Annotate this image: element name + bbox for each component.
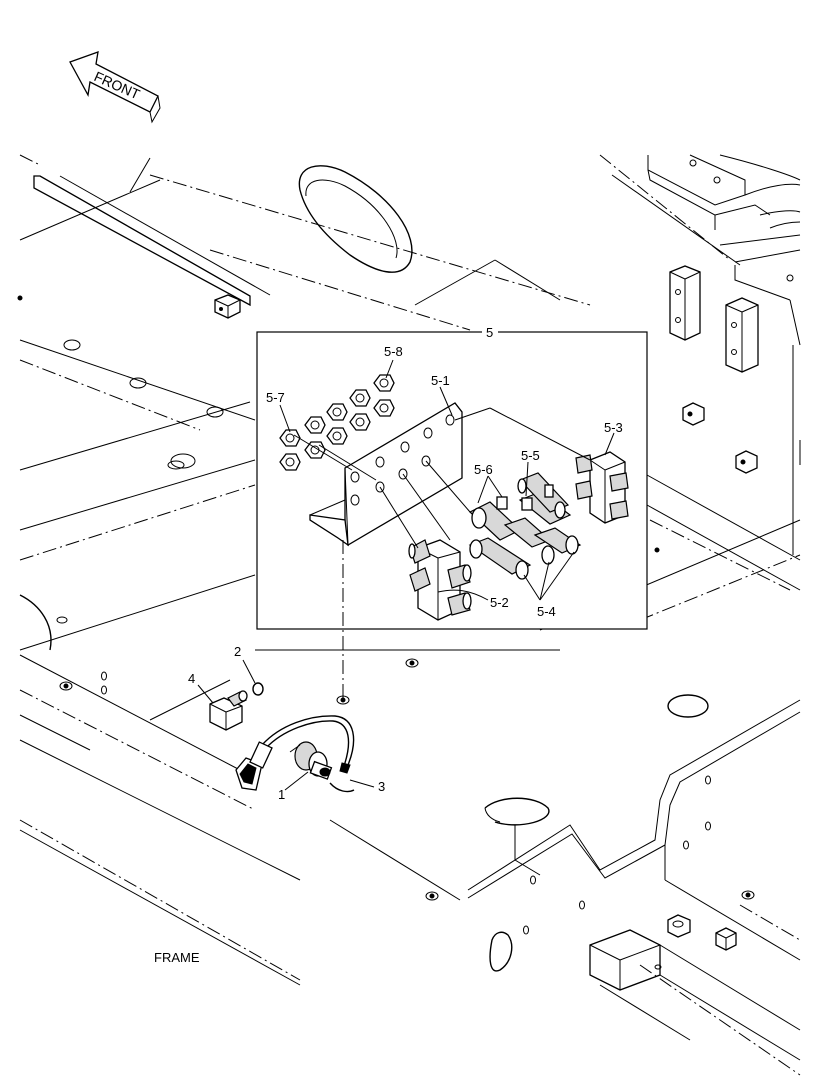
label-5-3: 5-3 xyxy=(604,420,623,435)
label-5-5: 5-5 xyxy=(521,448,540,463)
plate-holes xyxy=(350,414,455,506)
front-arrow-label: FRONT xyxy=(92,68,143,102)
label-4: 4 xyxy=(188,671,195,686)
switch-leaders xyxy=(197,659,375,791)
label-5-1: 5-1 xyxy=(431,373,450,388)
frame-label: FRAME xyxy=(154,950,200,965)
label-5: 5 xyxy=(486,325,493,340)
label-5-8: 5-8 xyxy=(384,344,403,359)
label-5-4: 5-4 xyxy=(537,604,556,619)
group-leaders xyxy=(279,359,615,700)
pressure-switch-assembly xyxy=(209,682,355,793)
fittings xyxy=(468,472,582,580)
label-2: 2 xyxy=(234,644,241,659)
front-arrow: FRONT xyxy=(69,51,161,124)
label-5-2: 5-2 xyxy=(490,595,509,610)
label-1: 1 xyxy=(278,787,285,802)
label-5-7: 5-7 xyxy=(266,390,285,405)
label-5-6: 5-6 xyxy=(474,462,493,477)
valve-block-left xyxy=(408,539,472,621)
frame-structure xyxy=(17,154,801,1076)
label-3: 3 xyxy=(378,779,385,794)
